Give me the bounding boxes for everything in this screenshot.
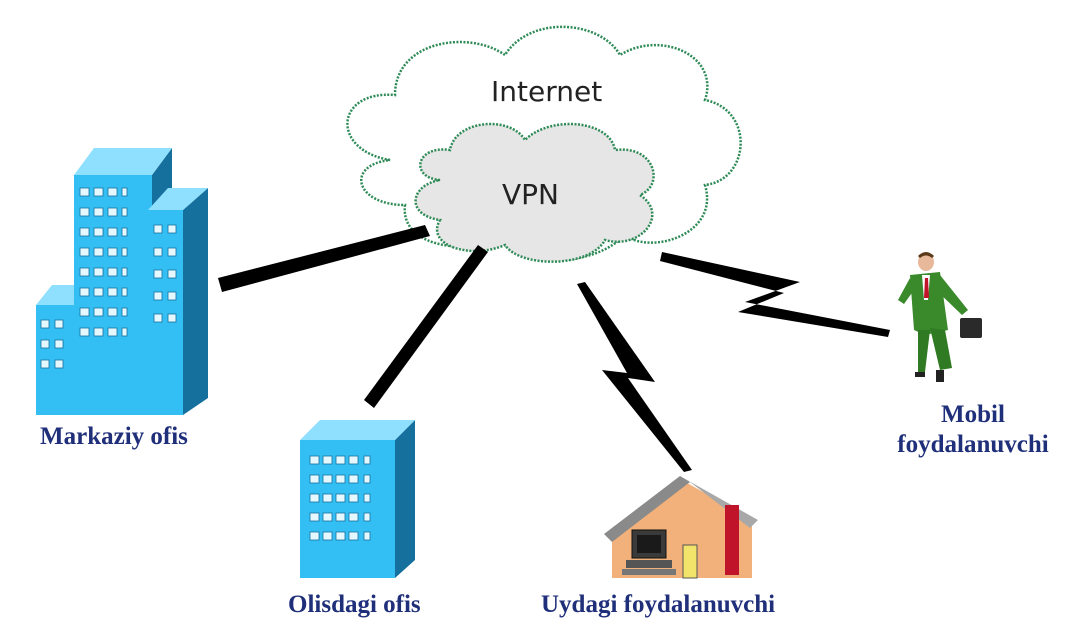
mobile-user-label-line1: Mobil bbox=[941, 401, 1005, 428]
businessman-icon bbox=[898, 252, 982, 382]
office-building-icon bbox=[300, 420, 415, 578]
mobile-user-label: Mobil foydalanuvchi bbox=[873, 400, 1072, 460]
internet-label: Internet bbox=[491, 75, 603, 108]
home-user-label: Uydagi foydalanuvchi bbox=[541, 591, 776, 618]
remote-office-label: Olisdagi ofis bbox=[288, 591, 421, 618]
link-home-user bbox=[577, 282, 692, 472]
vpn-cloud bbox=[414, 122, 655, 263]
central-office-label: Markaziy ofis bbox=[40, 423, 188, 450]
link-mobile-user bbox=[660, 252, 890, 337]
office-tower-icon bbox=[36, 148, 208, 415]
link-central-office bbox=[218, 225, 430, 292]
mobile-user-label-line2: foydalanuvchi bbox=[897, 431, 1049, 458]
link-remote-office bbox=[364, 245, 488, 408]
house-icon bbox=[604, 476, 758, 579]
vpn-label: VPN bbox=[502, 178, 559, 211]
